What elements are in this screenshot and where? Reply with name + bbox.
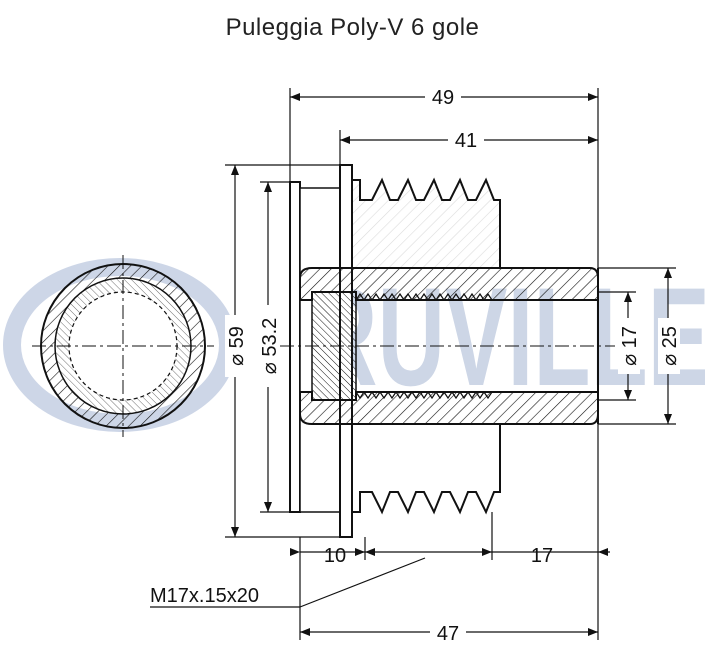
arrowheads	[231, 93, 672, 636]
dim-diameter-bore: ⌀ 17	[619, 326, 641, 366]
dim-diameter-hub: ⌀ 25	[659, 326, 681, 366]
dim-total-length: 49	[432, 87, 454, 109]
side-section-view	[280, 164, 615, 538]
front-view	[32, 255, 214, 437]
dim-overall: 47	[437, 623, 459, 645]
dim-thread: M17x.15x20	[150, 585, 259, 607]
dim-rear-offset: 17	[531, 545, 553, 567]
dim-diameter-pulley: ⌀ 53.2	[259, 318, 281, 375]
drawing-title: Puleggia Poly-V 6 gole	[225, 14, 480, 41]
dim-front-offset: 10	[324, 545, 346, 567]
dim-groove-length: 41	[455, 130, 477, 152]
dimension-labels: 49 41 ⌀ 59 ⌀ 53.2 ⌀ 17 ⌀ 25 10 17 M17x.1…	[150, 86, 681, 645]
dim-diameter-outer: ⌀ 59	[226, 326, 248, 366]
